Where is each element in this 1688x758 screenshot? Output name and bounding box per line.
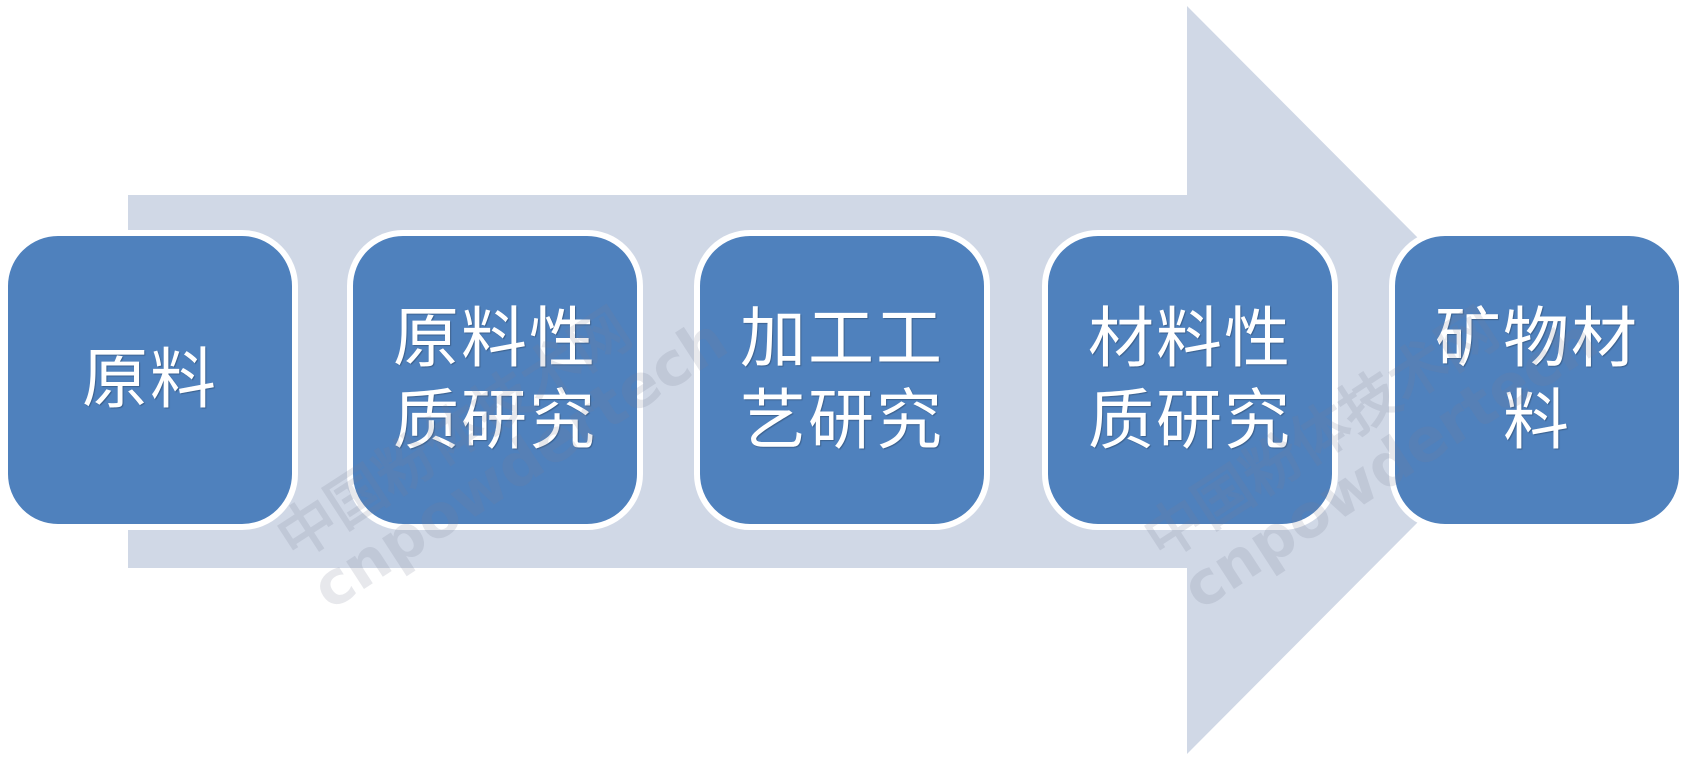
step-box-material-properties: 材料性质研究	[1042, 230, 1338, 530]
step-label-2: 原料性质研究	[393, 300, 597, 459]
step-label-5: 矿物材料	[1435, 300, 1639, 459]
step-box-mineral-materials: 矿物材料	[1389, 230, 1685, 530]
step-box-processing-technology: 加工工艺研究	[694, 230, 990, 530]
step-box-raw-material-properties: 原料性质研究	[347, 230, 643, 530]
step-box-raw-material: 原料	[2, 230, 298, 530]
step-label-4: 材料性质研究	[1088, 300, 1292, 459]
step-label-3: 加工工艺研究	[740, 300, 944, 459]
step-label-1: 原料	[82, 341, 218, 418]
